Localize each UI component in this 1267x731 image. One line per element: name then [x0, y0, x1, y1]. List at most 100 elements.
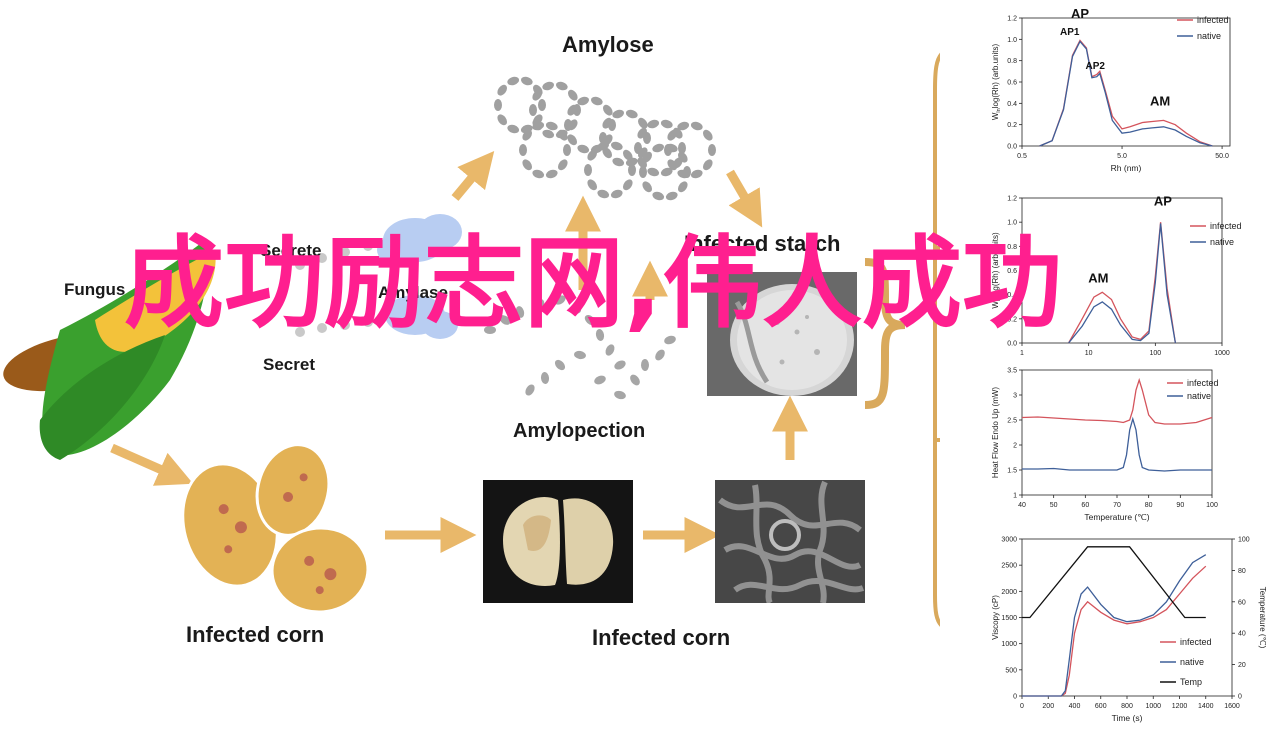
- glucose-bead: [638, 117, 648, 129]
- arrows: [110, 150, 808, 553]
- glucose-bead: [545, 121, 558, 131]
- glucose-bead: [540, 372, 550, 384]
- legend-label: native: [1187, 391, 1211, 401]
- infected-corn-right-label: Infected corn: [592, 625, 731, 650]
- glucose-bead: [614, 390, 626, 400]
- glucose-bead: [535, 299, 545, 311]
- infected-starch-sem-image: [707, 272, 857, 396]
- x-tick-label: 800: [1121, 703, 1133, 710]
- y-right-tick-label: 100: [1238, 537, 1250, 544]
- secrete-bottom-label: Secret: [263, 355, 315, 374]
- y-right-tick-label: 80: [1238, 568, 1246, 575]
- infected-starch-label: Infected starch: [684, 231, 841, 256]
- legend-label: native: [1210, 237, 1234, 247]
- glucose-bead: [545, 169, 558, 179]
- y-tick-label: 0.2: [1007, 122, 1017, 129]
- glucose-bead: [678, 181, 688, 193]
- arrow-fungus-to-amylose: [451, 150, 495, 201]
- series-line-infected: [1039, 39, 1213, 147]
- glucose-bead: [612, 109, 625, 119]
- glucose-bead: [597, 189, 610, 199]
- infected-corn-left-label: Infected corn: [186, 622, 325, 647]
- x-tick-label: 0: [1020, 703, 1024, 710]
- glucose-bead: [590, 96, 603, 106]
- glucose-bead: [567, 134, 577, 146]
- y-tick-label: 2000: [1001, 589, 1017, 596]
- y-tick-label: 1.2: [1007, 16, 1017, 23]
- glucose-bead: [538, 99, 546, 111]
- x-tick-label: 0.5: [1017, 153, 1027, 160]
- glucose-bead: [637, 127, 647, 139]
- y-axis-label-rest: log(Rh) (arb.units): [991, 232, 1000, 297]
- glucose-bead: [563, 144, 571, 156]
- glucose-bead: [612, 157, 625, 167]
- x-tick-label: 100: [1206, 502, 1218, 509]
- glucose-bead: [569, 305, 581, 315]
- glucose-bead: [690, 121, 703, 131]
- plot-frame: [1021, 369, 1213, 496]
- series-line-infected: [1022, 565, 1207, 697]
- glucose-bead: [623, 149, 633, 161]
- corn-cob-illustration: [3, 240, 216, 460]
- glucose-bead: [630, 374, 640, 386]
- legend-label: native: [1197, 31, 1221, 41]
- x-tick-label: 10: [1085, 350, 1093, 357]
- y-tick-label: 1.0: [1007, 37, 1017, 44]
- arrow-amylose-to-starch: [726, 169, 763, 228]
- series-line-temp: [1022, 546, 1206, 619]
- glucose-bead: [625, 109, 638, 119]
- glucose-bead: [647, 167, 660, 177]
- glucose-bead: [614, 360, 626, 370]
- glucose-bead: [484, 326, 496, 334]
- glucose-bead: [584, 164, 592, 176]
- glucose-bead: [690, 169, 703, 179]
- x-tick-label: 50.0: [1215, 153, 1229, 160]
- y-axis-label: Wlnlog(Rh) (arb.units): [991, 44, 1002, 121]
- glucose-bead: [519, 144, 527, 156]
- glucose-bead: [542, 129, 555, 139]
- glucose-bead: [655, 349, 665, 361]
- secrete-top-label: Secrete: [260, 241, 322, 260]
- glucose-bead: [652, 191, 665, 201]
- amylopectin-label: Amylopection: [513, 420, 646, 442]
- glucose-bead: [610, 141, 623, 151]
- glucose-bead: [577, 144, 590, 154]
- glucose-bead: [708, 144, 716, 156]
- glucose-bead: [584, 315, 596, 325]
- glucose-bead: [605, 344, 615, 356]
- series-line-native: [1022, 416, 1212, 472]
- legend-label: infected: [1210, 221, 1242, 231]
- y-right-tick-label: 20: [1238, 662, 1246, 669]
- glucose-bead: [595, 329, 605, 341]
- glucose-bead: [568, 89, 578, 101]
- glucose-bead: [520, 76, 533, 86]
- glucose-bead: [610, 189, 623, 199]
- glucose-bead: [532, 89, 542, 101]
- y-tick-label: 0.8: [1007, 244, 1017, 251]
- glucose-bead: [497, 114, 507, 126]
- annotation-label: AP2: [1086, 61, 1106, 72]
- x-tick-label: 90: [1176, 502, 1184, 509]
- y-tick-label: 0.0: [1007, 144, 1017, 151]
- x-tick-label: 70: [1113, 502, 1121, 509]
- glucose-bead: [522, 129, 532, 141]
- x-tick-label: 100: [1149, 350, 1161, 357]
- x-tick-label: 40: [1018, 502, 1026, 509]
- legend-label: infected: [1187, 378, 1219, 388]
- legend-label: infected: [1180, 637, 1212, 647]
- glucose-bead: [554, 295, 566, 305]
- annotation-label: AP1: [1060, 27, 1080, 38]
- glucose-bead: [678, 151, 688, 163]
- glucose-bead: [564, 119, 572, 131]
- glucose-bead: [602, 117, 612, 129]
- starch-diagram: [3, 52, 940, 627]
- glucose-bead: [574, 350, 586, 360]
- annotation-label: AP: [1071, 6, 1089, 21]
- amylopectin-chain: [484, 295, 676, 400]
- x-tick-label: 5.0: [1117, 153, 1127, 160]
- glucose-bead: [665, 191, 678, 201]
- series-line-native: [1039, 40, 1213, 147]
